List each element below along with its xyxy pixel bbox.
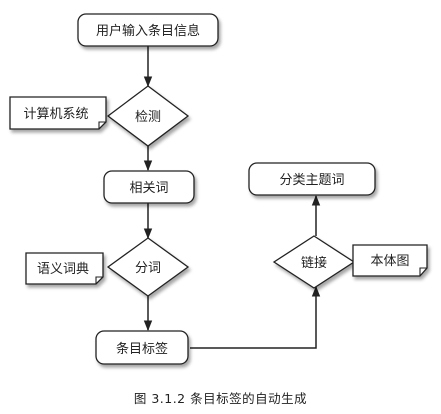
node-topic-words-label: 分类主题词 [279,173,344,188]
doc-ontology-label: 本体图 [370,254,409,269]
node-user-input-label: 用户输入条目信息 [96,23,200,39]
decision-segmentation-label: 分词 [135,261,161,276]
decision-detect: 检测 [106,85,190,147]
node-user-input: 用户输入条目信息 [77,13,219,47]
node-related-words-label: 相关词 [129,181,168,196]
doc-ontology: 本体图 [352,244,428,277]
doc-semantic-dictionary: 语义词典 [25,252,104,285]
node-topic-words: 分类主题词 [248,162,376,196]
decision-link-label: 链接 [301,255,327,271]
node-entry-tags: 条目标签 [95,330,189,365]
decision-link: 链接 [272,235,356,289]
figure-caption: 图 3.1.2 条目标签的自动生成 [133,391,308,406]
doc-semantic-dictionary-label: 语义词典 [37,262,89,277]
connectors [143,46,321,349]
node-related-words: 相关词 [103,170,195,204]
decision-detect-label: 检测 [135,110,161,125]
doc-computer-system: 计算机系统 [9,96,107,130]
node-entry-tags-label: 条目标签 [116,341,168,357]
doc-computer-system-label: 计算机系统 [23,107,88,122]
arrow-tags-to-link [190,285,321,349]
decision-segmentation: 分词 [106,237,190,297]
